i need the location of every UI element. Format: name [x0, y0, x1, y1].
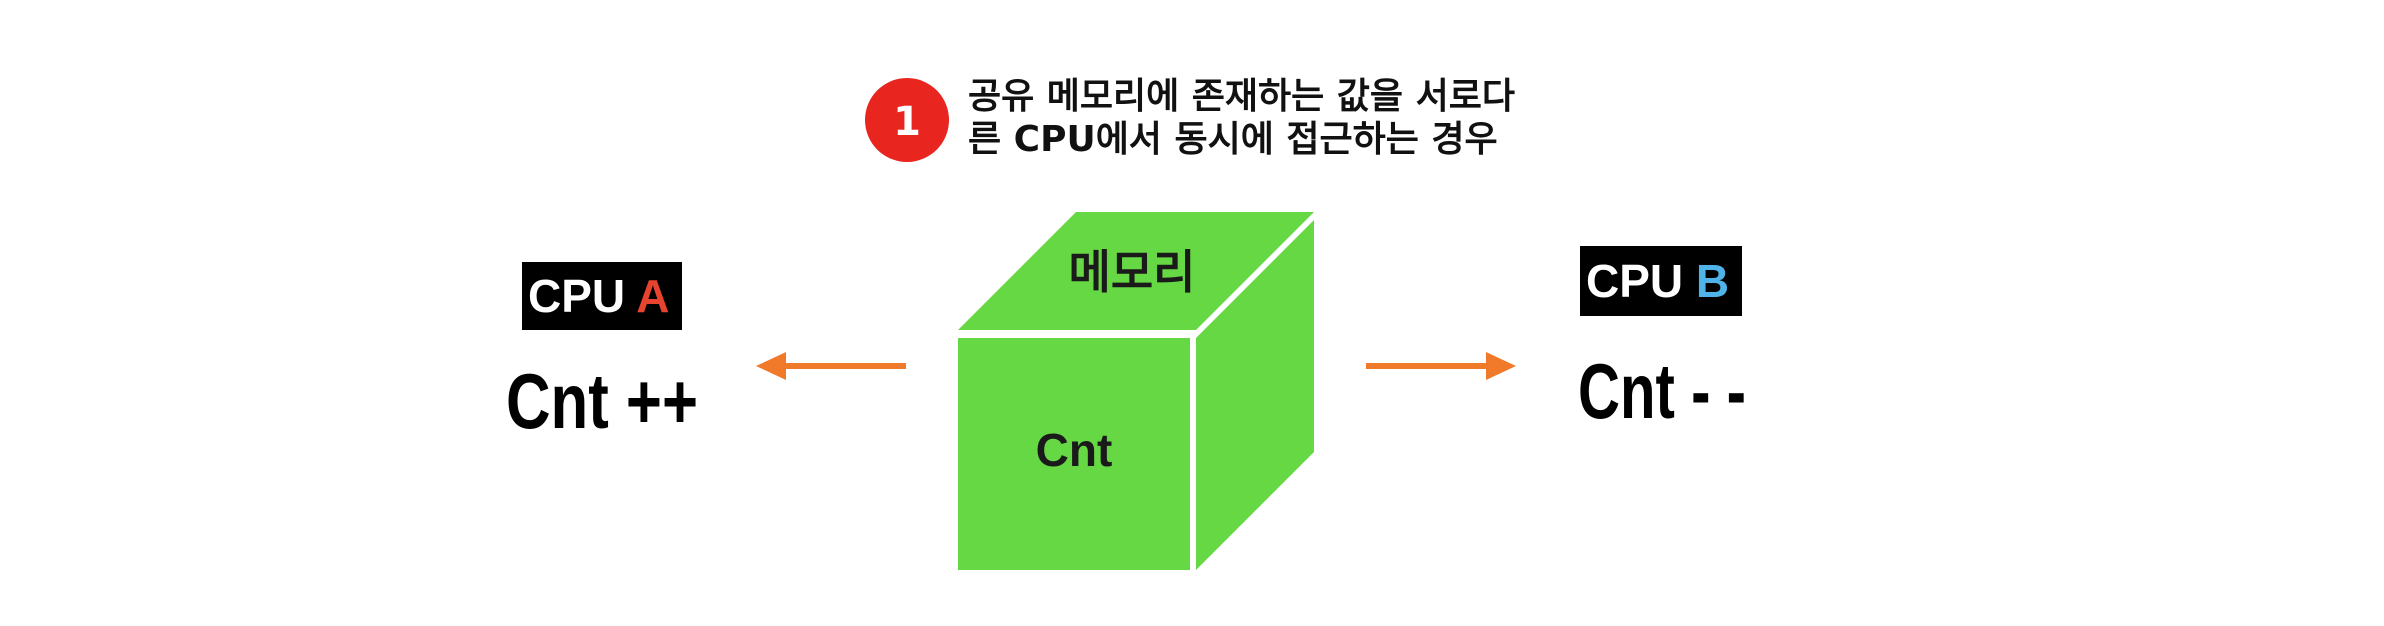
- step-number-badge: [865, 78, 949, 162]
- arrow-to-cpu-a-head: [756, 352, 786, 380]
- memory-cube-top-face: [958, 212, 1314, 330]
- step-title-line2: 른 CPU에서 동시에 접근하는 경우: [968, 119, 1498, 160]
- memory-cube: 메모리 Cnt: [958, 212, 1314, 570]
- memory-front-label: Cnt: [1036, 424, 1113, 476]
- cpu-b-prefix: CPU: [1586, 255, 1696, 307]
- arrow-to-cpu-b-head: [1486, 352, 1516, 380]
- cpu-a-operation: Cnt ++: [506, 357, 698, 445]
- step-title-line1: 공유 메모리에 존재하는 값을 서로다: [968, 76, 1515, 117]
- cpu-a-group: CPU A Cnt ++: [506, 262, 698, 445]
- cpu-a-letter: A: [636, 270, 669, 322]
- arrow-to-cpu-b: [1366, 352, 1516, 380]
- cpu-b-label-box: [1580, 246, 1742, 316]
- cpu-b-operation: Cnt - -: [1578, 347, 1746, 435]
- memory-cube-front-face: [958, 338, 1190, 570]
- step-number: 1: [893, 99, 921, 145]
- memory-cube-right-face: [1196, 220, 1314, 570]
- step-header: 1 공유 메모리에 존재하는 값을 서로다 른 CPU에서 동시에 접근하는 경…: [865, 76, 1515, 162]
- memory-top-label: 메모리: [1069, 245, 1196, 299]
- cpu-a-label-box: [522, 262, 682, 330]
- cpu-b-group: CPU B Cnt - -: [1578, 246, 1746, 435]
- arrow-to-cpu-a: [756, 352, 906, 380]
- cpu-b-letter: B: [1696, 255, 1729, 307]
- cpu-a-label: CPU A: [528, 270, 669, 322]
- cpu-a-prefix: CPU: [528, 270, 636, 322]
- cpu-b-label: CPU B: [1586, 255, 1729, 307]
